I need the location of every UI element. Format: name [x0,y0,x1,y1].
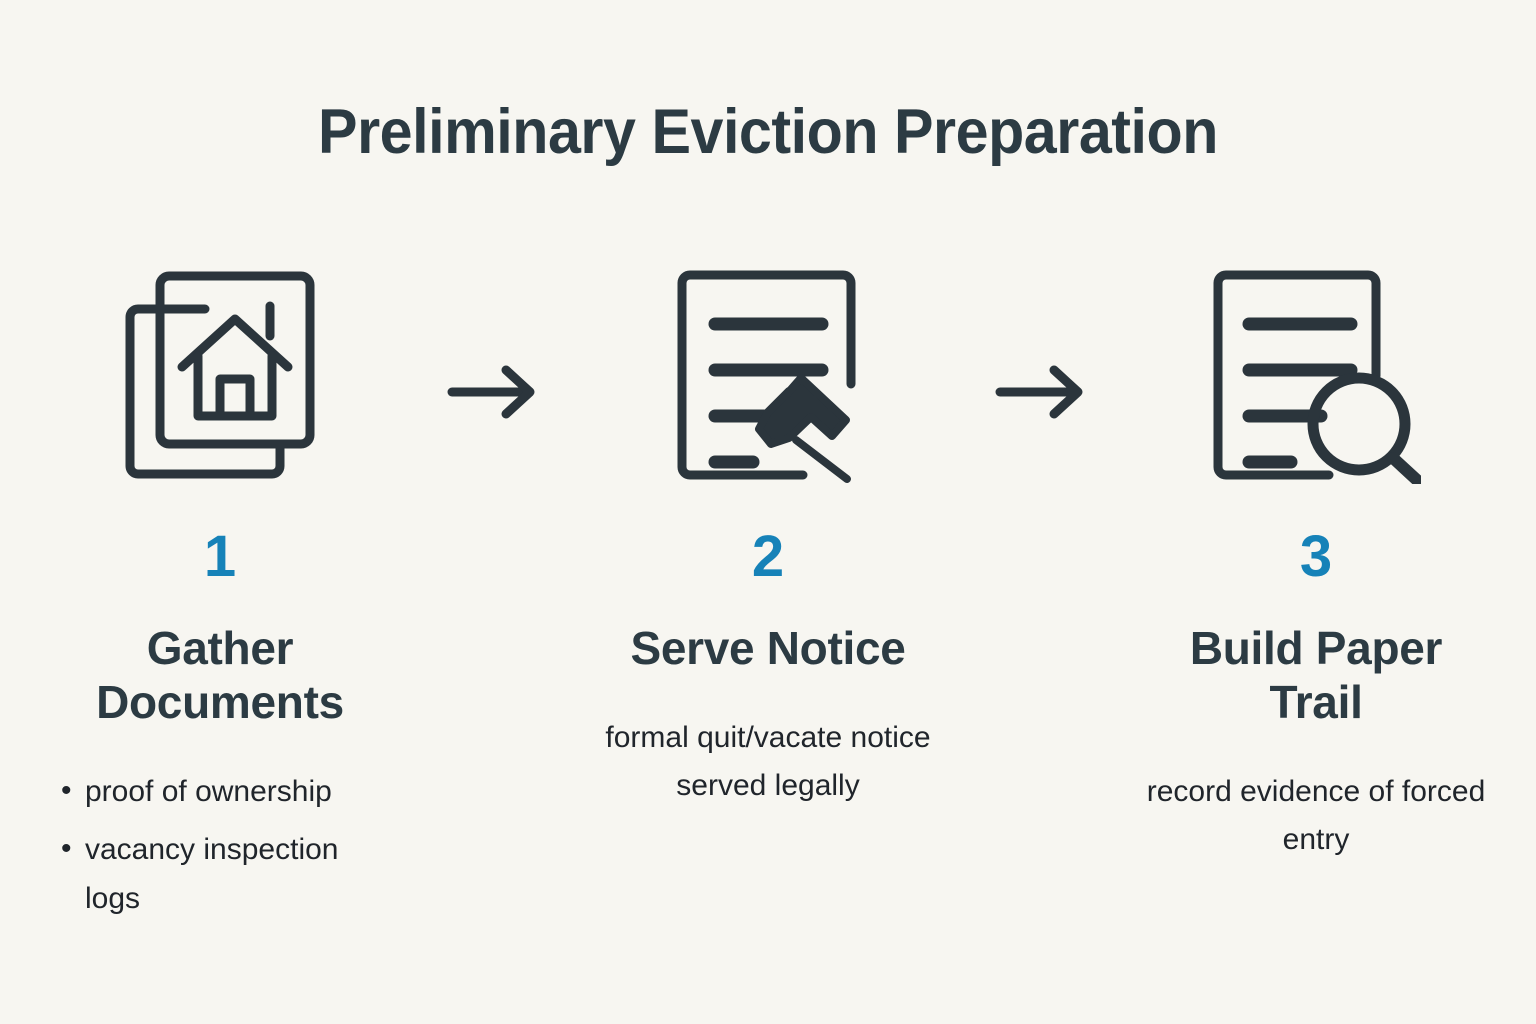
arrow-right-icon [444,360,544,424]
step-card-3: 3 Build Paper Trail record evidence of f… [1106,260,1526,865]
step-body-3: record evidence of forced entry [1146,774,1486,857]
step-number-3: 3 [1299,524,1333,589]
bullet-list-1: proof of ownership vacancy inspection lo… [57,767,387,924]
step-card-2: 2 Serve Notice formal quit/vacate notice… [558,260,978,811]
arrow-cell-2 [978,260,1106,424]
step-number-1: 1 [203,524,237,589]
arrow-cell-1 [430,260,558,424]
list-item: proof of ownership [57,767,387,817]
step-card-1: 1 Gather Documents proof of ownership va… [10,260,430,923]
step-title-2: Serve Notice [630,622,906,674]
step-title-3: Build Paper Trail [1189,622,1443,728]
document-gavel-icon [675,260,861,490]
document-magnifier-icon [1211,260,1421,490]
step-title-1: Gather Documents [96,622,344,728]
step-body-2: formal quit/vacate notice served legally [605,720,931,803]
step-number-2: 2 [751,524,785,589]
documents-house-icon [120,260,320,490]
arrow-right-icon [992,360,1092,424]
steps-row: 1 Gather Documents proof of ownership va… [0,260,1536,923]
step-body-1: proof of ownership vacancy inspection lo… [57,767,387,924]
list-item: vacancy inspection logs [57,825,387,923]
page-title: Preliminary Eviction Preparation [318,97,1218,167]
